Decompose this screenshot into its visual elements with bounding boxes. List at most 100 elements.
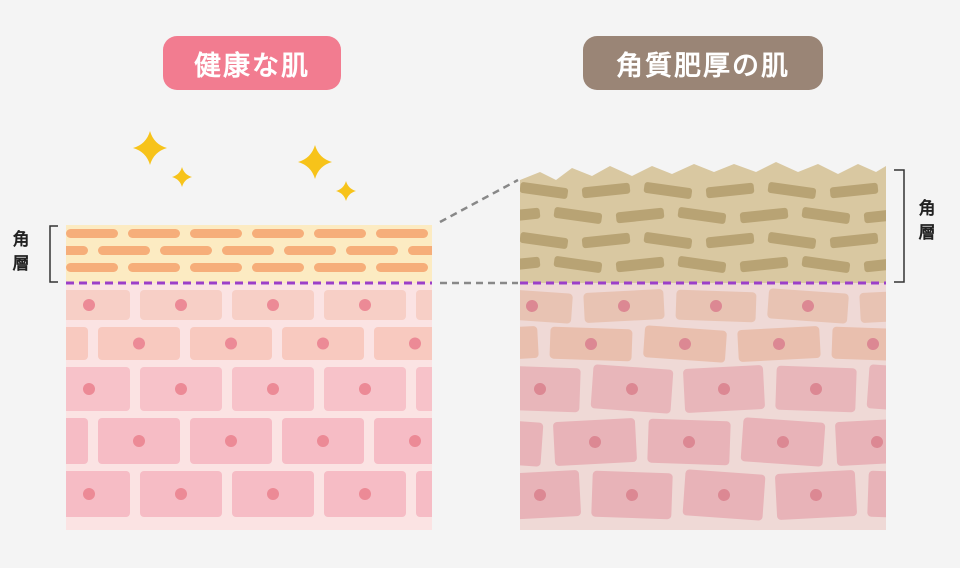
- bracket-right: [894, 169, 905, 283]
- horny-cell: [829, 232, 879, 249]
- horny-cell-group: [677, 256, 727, 273]
- skin-cell: [66, 367, 130, 411]
- horny-cell: [643, 182, 693, 199]
- cell-nucleus: [409, 435, 421, 447]
- skin-cell-group: [859, 289, 907, 323]
- horny-cell: [190, 263, 242, 272]
- cell-nucleus: [133, 337, 145, 350]
- horny-cell: [160, 246, 212, 255]
- cell-nucleus: [495, 436, 508, 449]
- healthy-skin-panel: [41, 225, 463, 530]
- skin-cell-group: [775, 365, 857, 413]
- sparkle-icon: [133, 131, 167, 165]
- horny-cell: [520, 232, 569, 249]
- label-char: 角: [918, 199, 936, 219]
- skin-cell-group: [835, 418, 886, 466]
- cell-nucleus: [618, 300, 630, 312]
- label-char: 層: [12, 254, 30, 274]
- cell-nucleus: [409, 337, 421, 350]
- cell-nucleus: [83, 383, 95, 395]
- skin-cell-group: [775, 470, 857, 520]
- sparkle-icon: [336, 181, 356, 201]
- cell-nucleus: [810, 489, 822, 501]
- cell-nucleus: [902, 383, 915, 396]
- skin-cell-group: [520, 365, 581, 413]
- horny-cell-group: [581, 182, 631, 199]
- cell-nucleus: [175, 299, 187, 311]
- horny-cell: [66, 246, 88, 255]
- cell-nucleus: [718, 383, 730, 395]
- cell-nucleus: [267, 383, 279, 395]
- skin-cell-group: [643, 325, 727, 363]
- skin-cell-group: [675, 289, 757, 323]
- cell-nucleus: [133, 435, 145, 447]
- horny-cell-group: [520, 207, 541, 224]
- horny-cell: [677, 207, 727, 224]
- skin-cell: [66, 471, 130, 517]
- thickened-skin-panel: [491, 162, 940, 530]
- cell-nucleus: [491, 338, 504, 351]
- horny-cell: [581, 232, 631, 249]
- cell-nucleus: [867, 338, 879, 350]
- cell-nucleus: [585, 338, 597, 350]
- cell-nucleus: [83, 488, 95, 500]
- skin-cell: [520, 326, 539, 362]
- skin-cell-group: [590, 364, 674, 414]
- cell-nucleus: [41, 338, 53, 350]
- skin-cell: [859, 289, 886, 323]
- cell-nucleus: [773, 338, 785, 350]
- horny-cell: [128, 229, 180, 238]
- skin-cell: [66, 327, 88, 360]
- cell-nucleus: [589, 436, 601, 448]
- skin-cell-group: [591, 470, 673, 520]
- skin-cell: [374, 418, 432, 464]
- horny-cell: [863, 256, 886, 273]
- cell-nucleus: [626, 383, 638, 395]
- cell-nucleus: [534, 489, 546, 501]
- skin-cell-group: [767, 288, 849, 324]
- cell-nucleus: [894, 300, 907, 313]
- cell-nucleus: [267, 488, 279, 500]
- horny-cell-group: [553, 256, 603, 273]
- horny-cell: [252, 263, 304, 272]
- horny-cell: [829, 182, 879, 199]
- horny-cell: [520, 207, 541, 224]
- skin-cell-group: [647, 418, 731, 466]
- horny-cell-group: [643, 182, 693, 199]
- cell-nucleus: [359, 299, 371, 311]
- horny-cell-group: [891, 232, 940, 250]
- stratum-corneum-label-right: 角 層: [916, 197, 938, 245]
- cell-nucleus: [225, 435, 237, 447]
- sparkles: [133, 131, 356, 201]
- skin-cell: [66, 290, 130, 320]
- sparkle-icon: [298, 145, 332, 179]
- skin-cell: [416, 367, 432, 411]
- horny-cell: [520, 182, 569, 199]
- skin-cell-group: [740, 417, 826, 467]
- sparkle-icon: [172, 167, 192, 187]
- skin-cell: [374, 327, 432, 360]
- cell-nucleus: [526, 300, 538, 312]
- horny-cell: [408, 246, 432, 255]
- skin-cell: [416, 471, 432, 517]
- cell-nucleus: [683, 436, 695, 448]
- cell-nucleus: [83, 299, 95, 311]
- horny-cell-group: [705, 182, 755, 199]
- horny-cell: [891, 182, 940, 200]
- cell-nucleus: [718, 489, 730, 501]
- horny-cell: [891, 232, 940, 250]
- skin-cell: [66, 418, 88, 464]
- horny-cell-group: [891, 182, 940, 200]
- horny-cell-group: [801, 207, 851, 224]
- horny-cell-group: [829, 182, 879, 199]
- horny-cell: [66, 229, 118, 238]
- horny-cell: [346, 246, 398, 255]
- horny-cell-group: [705, 232, 755, 249]
- horny-cell: [66, 263, 118, 272]
- cell-nucleus: [451, 383, 463, 395]
- horny-cell-group: [520, 232, 569, 249]
- horny-cell: [376, 229, 428, 238]
- horny-cell: [677, 256, 727, 273]
- cell-nucleus: [451, 299, 463, 311]
